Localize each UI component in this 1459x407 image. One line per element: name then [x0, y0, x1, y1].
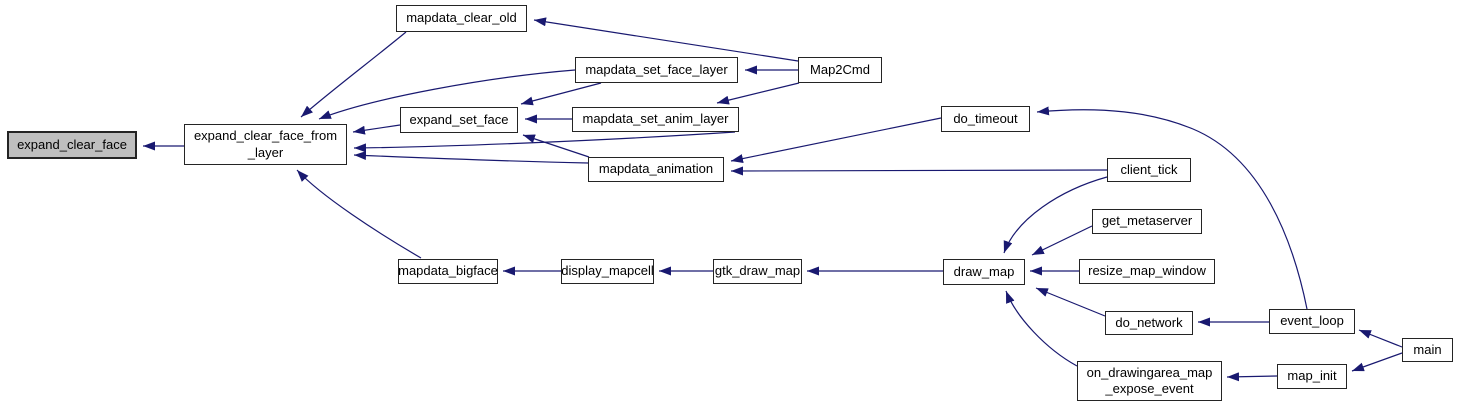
edge-mapdata_animation-to-expand_set_face: [522, 134, 590, 158]
node-get_metaserver[interactable]: get_metaserver: [1092, 209, 1202, 234]
node-label: draw_map: [953, 263, 1015, 279]
node-label: do_network: [1115, 314, 1183, 330]
edge-main-to-event_loop: [1358, 329, 1403, 348]
edge-do_network-to-draw_map: [1035, 287, 1106, 317]
node-label: get_metaserver: [1101, 213, 1193, 229]
node-label: gtk_draw_map: [714, 263, 801, 279]
edge-on_drawingarea_map_expose_event-to-draw_map: [1005, 290, 1078, 367]
node-do_timeout[interactable]: do_timeout: [941, 106, 1030, 132]
edge-get_metaserver-to-draw_map: [1031, 225, 1093, 256]
node-main[interactable]: main: [1402, 338, 1453, 362]
node-mapdata_clear_old[interactable]: mapdata_clear_old: [396, 5, 527, 32]
node-label: expand_set_face: [409, 111, 509, 127]
edge-Map2Cmd-to-mapdata_set_anim_layer: [716, 82, 800, 105]
node-label: mapdata_set_face_layer: [585, 61, 728, 77]
edge-mapdata_set_face_layer-to-expand_clear_face_from_layer: [318, 69, 576, 120]
node-mapdata_set_face_layer[interactable]: mapdata_set_face_layer: [575, 57, 738, 83]
node-label: main: [1413, 341, 1442, 357]
edge-expand_set_face-to-expand_clear_face_from_layer: [352, 124, 401, 135]
edge-client_tick-to-draw_map: [1003, 176, 1108, 254]
node-mapdata_set_anim_layer[interactable]: mapdata_set_anim_layer: [572, 107, 739, 132]
node-on_drawingarea_map_expose_event[interactable]: on_drawingarea_map _expose_event: [1077, 361, 1222, 401]
edge-mapdata_animation-to-expand_clear_face_from_layer: [353, 151, 589, 164]
node-label: on_drawingarea_map _expose_event: [1086, 364, 1213, 396]
node-label: Map2Cmd: [810, 61, 870, 77]
node-label: display_mapcell: [561, 263, 654, 279]
edge-event_loop-to-do_timeout: [1036, 106, 1308, 310]
edge-map_init-to-on_drawingarea_map_expose_event: [1226, 372, 1278, 382]
node-resize_map_window[interactable]: resize_map_window: [1079, 259, 1215, 284]
node-mapdata_bigface[interactable]: mapdata_bigface: [398, 259, 498, 284]
node-label: mapdata_animation: [598, 161, 714, 177]
edge-mapdata_bigface-to-expand_clear_face_from_layer: [296, 169, 422, 259]
node-Map2Cmd[interactable]: Map2Cmd: [798, 57, 882, 83]
node-expand_clear_face: expand_clear_face: [7, 131, 137, 159]
node-label: client_tick: [1120, 161, 1178, 177]
node-event_loop[interactable]: event_loop: [1269, 309, 1355, 334]
node-label: resize_map_window: [1088, 263, 1206, 279]
edge-mapdata_set_anim_layer-to-expand_clear_face_from_layer: [353, 131, 736, 153]
node-draw_map[interactable]: draw_map: [943, 259, 1025, 285]
edge-mapdata_set_face_layer-to-expand_set_face: [520, 82, 602, 106]
edge-main-to-map_init: [1351, 352, 1403, 372]
node-mapdata_animation[interactable]: mapdata_animation: [588, 157, 724, 182]
node-label: mapdata_bigface: [398, 263, 498, 279]
node-label: mapdata_clear_old: [406, 10, 517, 26]
node-label: event_loop: [1280, 313, 1344, 329]
edge-Map2Cmd-to-mapdata_clear_old: [533, 17, 799, 62]
node-label: expand_clear_face_from _layer: [193, 128, 338, 160]
node-gtk_draw_map[interactable]: gtk_draw_map: [713, 259, 802, 284]
node-expand_set_face[interactable]: expand_set_face: [400, 107, 518, 133]
node-expand_clear_face_from_layer[interactable]: expand_clear_face_from _layer: [184, 124, 347, 165]
node-map_init[interactable]: map_init: [1277, 364, 1347, 389]
node-label: mapdata_set_anim_layer: [582, 111, 729, 127]
edge-group: [143, 17, 1403, 382]
edge-mapdata_clear_old-to-expand_clear_face_from_layer: [300, 31, 407, 118]
node-label: expand_clear_face: [17, 136, 127, 152]
edge-client_tick-to-mapdata_animation: [730, 166, 1108, 176]
edge-do_timeout-to-mapdata_animation: [730, 117, 942, 164]
node-client_tick[interactable]: client_tick: [1107, 158, 1191, 182]
node-display_mapcell[interactable]: display_mapcell: [561, 259, 654, 284]
node-label: do_timeout: [953, 110, 1018, 126]
node-label: map_init: [1287, 368, 1337, 384]
node-do_network[interactable]: do_network: [1105, 311, 1193, 335]
